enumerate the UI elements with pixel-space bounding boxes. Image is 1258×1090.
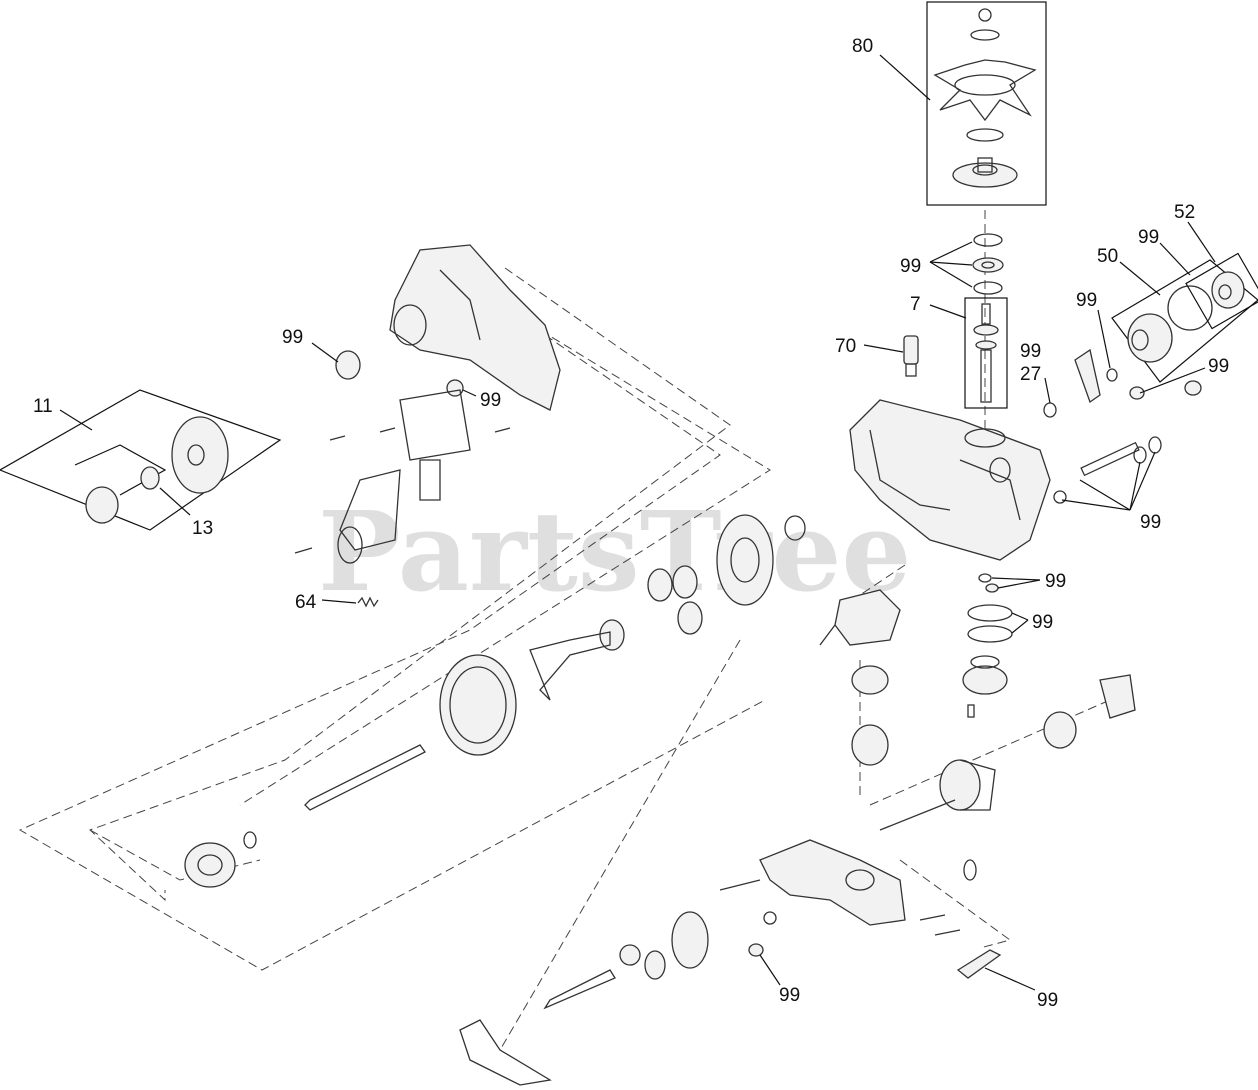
pump-orings	[967, 573, 1013, 643]
parts-tree-watermark: PartsTree	[318, 487, 912, 616]
filter-assembly	[1111, 252, 1258, 383]
callout-99-seals: 99	[1140, 512, 1161, 533]
spring	[357, 596, 379, 608]
callout-99-housing: 99	[282, 327, 303, 348]
callout-52: 52	[1174, 202, 1195, 223]
callout-50: 50	[1097, 246, 1118, 267]
left-housing-cover	[389, 244, 561, 411]
center-housing	[849, 399, 1051, 561]
callout-99-bracket: 99	[1076, 290, 1097, 311]
shaft-rings	[972, 233, 1004, 295]
callout-99-right: 99	[1208, 356, 1229, 377]
assembly-guide-lines	[18, 210, 1111, 1051]
left-axle	[184, 744, 426, 888]
motor-components	[879, 674, 1136, 831]
callout-99-27: 99	[1020, 341, 1041, 362]
gear-train	[439, 514, 806, 756]
wheel-hub-assembly	[0, 389, 282, 531]
callout-99-bottom-mid: 99	[779, 985, 800, 1006]
callout-7: 7	[910, 294, 921, 315]
leader-80	[879, 54, 931, 101]
pump-plate	[962, 655, 1008, 718]
callout-99-rings: 99	[900, 256, 921, 277]
callout-70: 70	[835, 336, 856, 357]
gasket	[956, 949, 1002, 979]
callout-99-filter: 99	[1138, 227, 1159, 248]
callout-27: 27	[1020, 364, 1041, 385]
callout-99-pump1: 99	[1045, 571, 1066, 592]
vent-plug	[903, 335, 919, 377]
bottom-seal	[748, 943, 764, 957]
lower-housing	[459, 839, 977, 1086]
callout-80: 80	[852, 36, 873, 57]
fan-pulley-assembly	[926, 1, 1047, 206]
axle-seal	[335, 350, 361, 380]
callout-13: 13	[192, 518, 213, 539]
callout-99-pump2: 99	[1032, 612, 1053, 633]
bypass-bracket	[1043, 348, 1202, 418]
callout-99-bearing: 99	[480, 390, 501, 411]
callout-11: 11	[33, 396, 53, 417]
pump-body	[819, 589, 901, 766]
callout-64: 64	[295, 592, 317, 613]
callout-99-bottom-right: 99	[1037, 990, 1058, 1011]
input-shaft	[964, 297, 1008, 409]
control-linkage	[294, 389, 511, 564]
shaft-seals	[1053, 436, 1162, 504]
